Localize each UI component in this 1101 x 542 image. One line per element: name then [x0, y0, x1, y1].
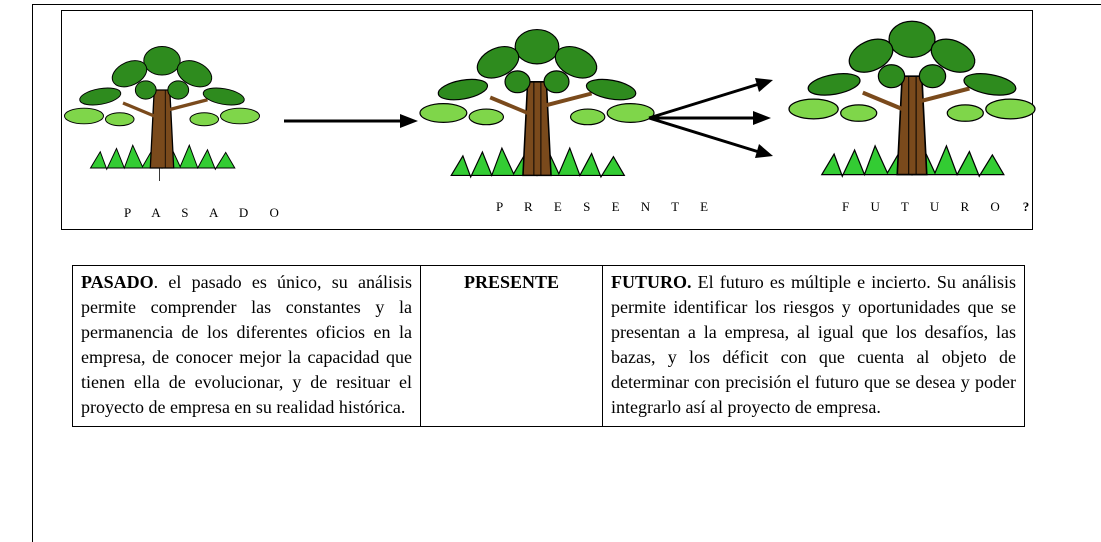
page-border: [32, 4, 1101, 542]
stage-label-pasado: P A S A D O: [124, 205, 288, 221]
presente-heading: PRESENTE: [463, 272, 560, 292]
stage-label-text: P A S A D O: [124, 205, 288, 220]
pasado-heading: PASADO: [81, 272, 154, 292]
pasado-text: . el pasado es único, su análisis permit…: [81, 272, 412, 417]
table-row: PASADO. el pasado es único, su análisis …: [72, 265, 1025, 427]
futuro-cell: FUTURO. El futuro es múltiple e incierto…: [602, 265, 1025, 427]
futuro-text: El futuro es múltiple e incierto. Su aná…: [611, 272, 1016, 417]
branching-arrows-icon: [648, 78, 773, 158]
presente-cell: PRESENTE: [420, 265, 603, 427]
stage-label-futuro: F U T U R O?: [842, 199, 1029, 215]
present-tree-icon: [419, 28, 655, 179]
timeline-figure: P A S A D O P R E S E N T E F U T U R O?: [61, 10, 1036, 230]
arrow-right-icon: [284, 114, 418, 128]
description-table: PASADO. el pasado es único, su análisis …: [72, 265, 1025, 427]
stage-label-presente: P R E S E N T E: [496, 199, 717, 215]
past-tree-icon: [64, 45, 260, 181]
futuro-heading: FUTURO.: [611, 272, 692, 292]
future-tree-icon: [788, 20, 1036, 178]
stage-label-text: F U T U R O: [842, 199, 1009, 214]
question-mark: ?: [1022, 199, 1030, 214]
pasado-cell: PASADO. el pasado es único, su análisis …: [72, 265, 421, 427]
stage-label-text: P R E S E N T E: [496, 199, 718, 214]
